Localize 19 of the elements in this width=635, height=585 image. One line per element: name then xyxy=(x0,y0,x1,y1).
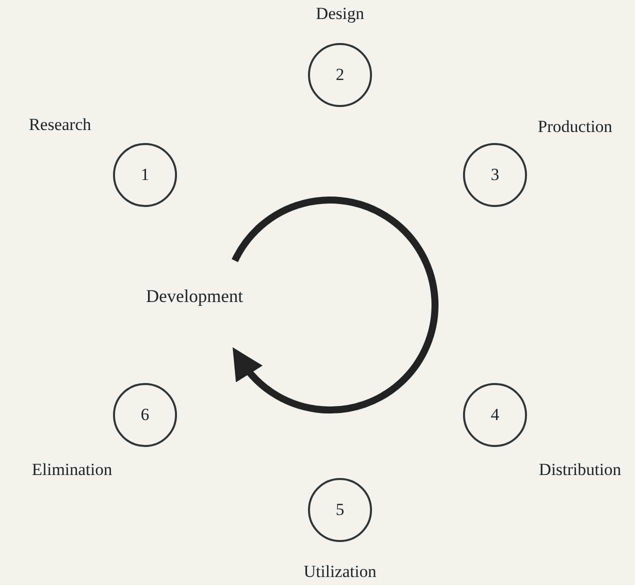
step-number: 4 xyxy=(490,405,500,425)
step-label: Research xyxy=(28,115,92,135)
step-number: 5 xyxy=(336,500,344,520)
step-circle xyxy=(308,478,372,542)
step-label: Utilization xyxy=(304,562,376,582)
step-circle xyxy=(463,383,527,447)
step-number: 6 xyxy=(140,405,150,425)
step-number: 1 xyxy=(140,165,150,185)
step-circle xyxy=(308,43,372,107)
step-circle xyxy=(113,383,177,447)
step-circle xyxy=(463,143,527,207)
step-label: Elimination xyxy=(32,460,112,480)
step-label: Production xyxy=(538,117,612,137)
step-number: 3 xyxy=(490,165,500,185)
step-circle xyxy=(113,143,177,207)
step-number: 2 xyxy=(336,65,344,85)
step-label: Distribution xyxy=(538,460,622,480)
center-label: Development xyxy=(146,286,243,307)
step-label: Design xyxy=(316,4,364,24)
